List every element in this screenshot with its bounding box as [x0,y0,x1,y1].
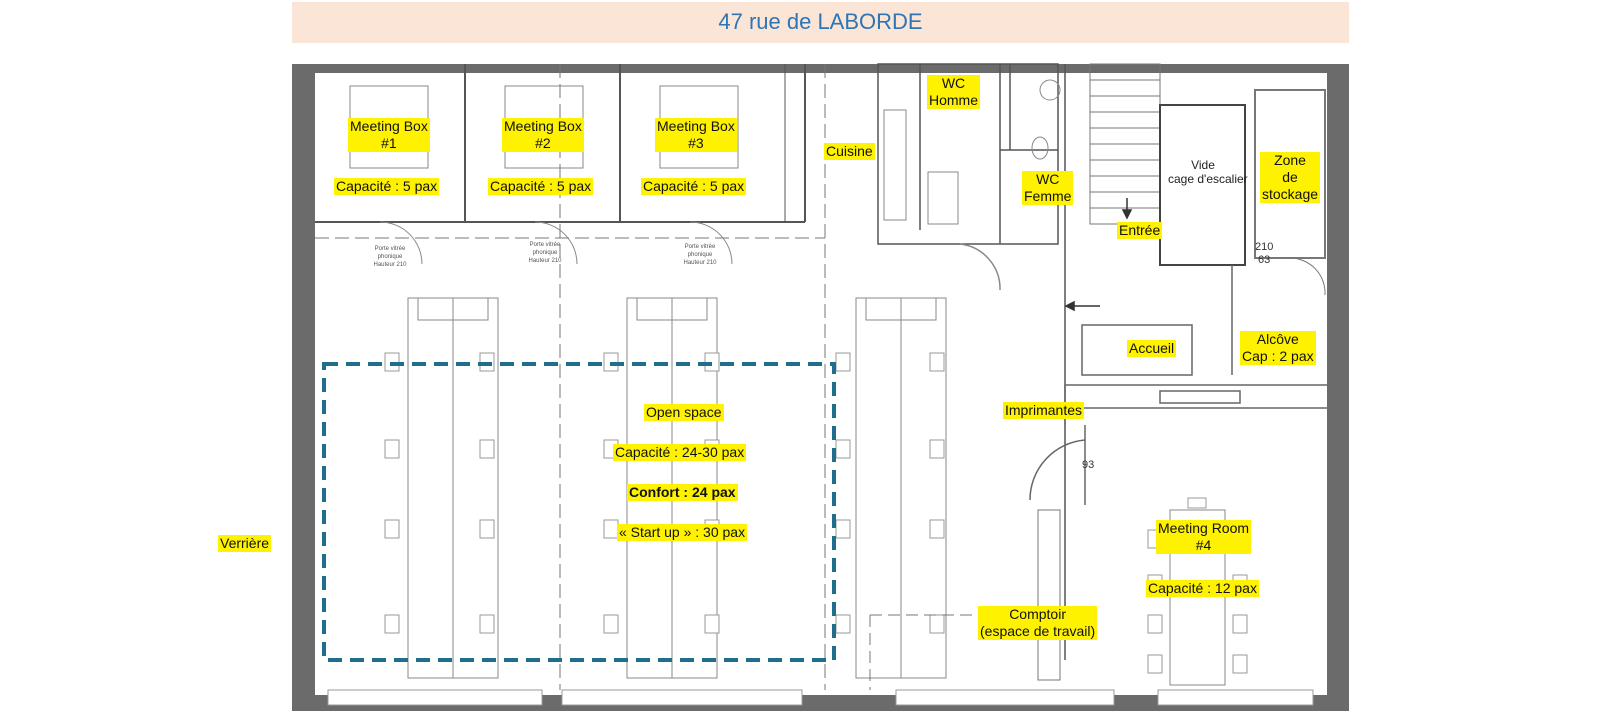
meeting-room-4-number: #4 [1195,537,1212,553]
svg-text:phonique: phonique [378,254,403,260]
svg-text:Porte vitrée: Porte vitrée [530,242,561,248]
meeting-box-3-label: Meeting Box #3 [655,118,737,152]
wc-men-line1: WC [941,75,966,91]
counter-line2: (espace de travail) [980,623,1096,639]
storage-label: Zone de stockage [1260,152,1321,203]
svg-text:phonique: phonique [688,252,713,258]
wc-women-line1: WC [1036,171,1060,187]
meeting-box-2-label: Meeting Box #2 [502,118,584,152]
kitchen-label: Cuisine [824,143,875,160]
svg-text:Porte vitrée: Porte vitrée [685,244,716,250]
stairwell-line1: Vide [1191,158,1215,172]
dimension-notes: 93 210 63 [1082,241,1273,471]
open-space-label: Open space [644,404,724,421]
svg-text:Hauteur 210: Hauteur 210 [528,258,562,264]
stairs [1089,63,1161,225]
stairwell-line2: cage d'escalier [1168,172,1248,186]
structure-dashed-lines [315,64,826,690]
stairwell-void [1159,104,1246,266]
svg-text:Hauteur 210: Hauteur 210 [683,260,717,266]
meeting-box-3-capacity: Capacité : 5 pax [641,178,747,195]
meeting-room-table [1169,509,1226,686]
reception-label: Accueil [1127,340,1177,357]
title-band: 47 rue de LABORDE [292,2,1349,43]
desk-chairs [384,352,945,634]
svg-text:phonique: phonique [533,250,558,256]
page-title: 47 rue de LABORDE [718,9,923,34]
wc-women-line2: Femme [1024,188,1072,204]
svg-text:Hauteur 210: Hauteur 210 [373,262,407,268]
open-space-outline [322,362,836,662]
alcove-name: Alcôve [1256,331,1299,347]
meeting-boxes-walls [315,64,806,223]
printers-label: Imprimantes [1003,402,1085,419]
reception-area [1029,265,1327,505]
meeting-box-2-capacity: Capacité : 5 pax [488,178,594,195]
meeting-box-1-number: #1 [381,135,397,151]
stairwell-label: Vide cage d'escalier [1168,158,1248,186]
counter-line1: Comptoir [1009,606,1066,622]
service-walls [877,63,1066,660]
meeting-box-3-name: Meeting Box [657,118,735,134]
counter-label: Comptoir (espace de travail) [978,606,1098,640]
meeting-room-4-capacity: Capacité : 12 pax [1146,580,1259,597]
open-space-capacity: Capacité : 24-30 pax [613,444,747,461]
outer-walls [292,64,1349,711]
meeting-box-3-number: #3 [688,135,704,151]
meeting-box-1-name: Meeting Box [350,118,428,134]
wc-men-label: WC Homme [927,75,981,109]
glass-roof-label: Verrière [218,535,272,552]
wc-men-line2: Homme [929,92,979,108]
svg-text:Porte vitrée: Porte vitrée [375,246,406,252]
meeting-box-tables [349,85,739,265]
storage-line3: stockage [1262,186,1319,202]
fixtures [883,79,1061,225]
meeting-box-1-capacity: Capacité : 5 pax [334,178,440,195]
open-space-startup: « Start up » : 30 pax [617,524,748,541]
svg-text:93: 93 [1082,459,1094,471]
alcove-label: Alcôve Cap : 2 pax [1240,331,1316,365]
storage-line2: de [1282,169,1298,185]
counter-desk [869,509,1061,690]
entrance-arrows [1064,198,1133,312]
svg-text:210: 210 [1255,241,1273,253]
meeting-box-2-name: Meeting Box [504,118,582,134]
storage-walls [1254,89,1326,296]
wc-women-label: WC Femme [1022,171,1074,205]
entrance-label: Entrée [1117,222,1163,239]
alcove-capacity: Cap : 2 pax [1242,348,1314,364]
open-space-comfort: Confort : 24 pax [627,484,738,501]
window-strips [327,689,1314,706]
desk-lamps [417,297,937,321]
meeting-room-4-name: Meeting Room [1158,520,1250,536]
svg-text:63: 63 [1258,254,1270,266]
meeting-room-4-label: Meeting Room #4 [1156,520,1252,554]
meeting-box-1-label: Meeting Box #1 [348,118,430,152]
meeting-box-2-number: #2 [535,135,551,151]
storage-line1: Zone [1274,152,1306,168]
